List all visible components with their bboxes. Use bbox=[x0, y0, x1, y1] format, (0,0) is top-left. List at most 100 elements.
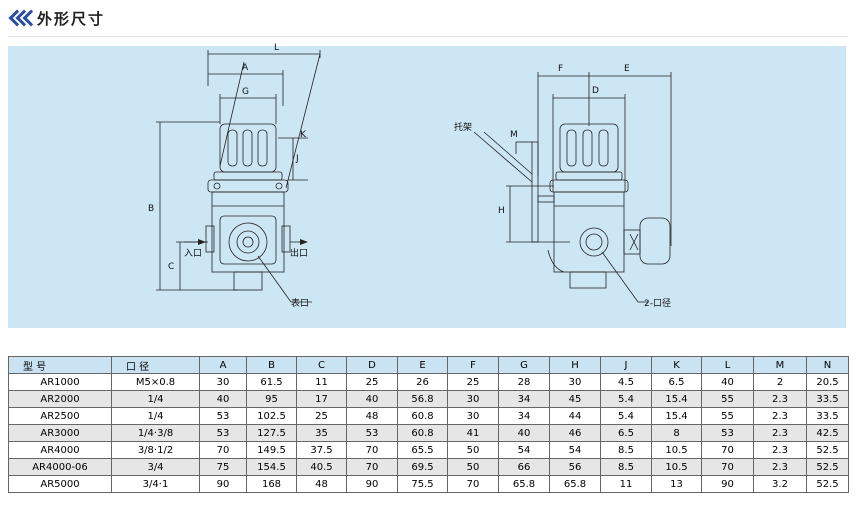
table-cell: 75.5 bbox=[397, 475, 448, 493]
column-header: D bbox=[346, 356, 398, 374]
dim-label-A: A bbox=[242, 63, 249, 73]
model-cell: AR4000 bbox=[8, 441, 112, 459]
table-cell: 65.8 bbox=[498, 475, 550, 493]
table-cell: 70 bbox=[701, 458, 754, 476]
port-label: 2-口径 bbox=[644, 299, 671, 309]
table-cell: 65.8 bbox=[549, 475, 601, 493]
table-cell: 90 bbox=[701, 475, 754, 493]
table-cell: 15.4 bbox=[651, 407, 702, 425]
table-cell: 37.5 bbox=[296, 441, 347, 459]
dim-label-J: J bbox=[296, 154, 299, 164]
table-cell: 46 bbox=[549, 424, 601, 442]
column-header: N bbox=[806, 356, 849, 374]
table-cell: 35 bbox=[296, 424, 347, 442]
table-cell: 90 bbox=[199, 475, 247, 493]
table-cell: 54 bbox=[549, 441, 601, 459]
table-cell: 60.8 bbox=[397, 407, 448, 425]
dim-label-D: D bbox=[592, 86, 599, 96]
table-cell: 34 bbox=[498, 390, 550, 408]
column-header: 型 号 bbox=[8, 356, 112, 374]
table-cell: 30 bbox=[199, 373, 247, 391]
dim-label-F: F bbox=[558, 64, 564, 74]
column-header: B bbox=[246, 356, 297, 374]
table-cell: 10.5 bbox=[651, 458, 702, 476]
table-cell: 8.5 bbox=[600, 441, 652, 459]
table-cell: 53 bbox=[199, 407, 247, 425]
column-header: L bbox=[701, 356, 754, 374]
table-cell: 45 bbox=[549, 390, 601, 408]
table-cell: 11 bbox=[600, 475, 652, 493]
table-cell: 1/4·3/8 bbox=[111, 424, 200, 442]
table-cell: 40.5 bbox=[296, 458, 347, 476]
regulator-drawing-svg bbox=[156, 50, 672, 303]
table-cell: 11 bbox=[296, 373, 347, 391]
chevron-left-icon bbox=[8, 10, 29, 26]
column-header: J bbox=[600, 356, 652, 374]
table-cell: 102.5 bbox=[246, 407, 297, 425]
table-cell: 10.5 bbox=[651, 441, 702, 459]
section-title: 外形尺寸 bbox=[37, 9, 106, 28]
table-cell: 2.3 bbox=[753, 458, 807, 476]
table-cell: 90 bbox=[346, 475, 398, 493]
table-cell: 50 bbox=[447, 458, 499, 476]
column-header: K bbox=[651, 356, 702, 374]
table-cell: 28 bbox=[498, 373, 550, 391]
table-cell: 53 bbox=[199, 424, 247, 442]
inlet-label: 入口 bbox=[184, 249, 203, 259]
table-cell: 3/4·1 bbox=[111, 475, 200, 493]
table-cell: 70 bbox=[447, 475, 499, 493]
column-header: H bbox=[549, 356, 601, 374]
table-cell: 40 bbox=[498, 424, 550, 442]
table-cell: M5×0.8 bbox=[111, 373, 200, 391]
table-cell: 33.5 bbox=[806, 407, 849, 425]
gauge-port-label: 表口 bbox=[291, 299, 310, 309]
table-cell: 127.5 bbox=[246, 424, 297, 442]
table-cell: 154.5 bbox=[246, 458, 297, 476]
section-header: 外形尺寸 bbox=[8, 6, 105, 30]
table-cell: 40 bbox=[701, 373, 754, 391]
table-cell: 4.5 bbox=[600, 373, 652, 391]
model-cell: AR4000-06 bbox=[8, 458, 112, 476]
table-cell: 55 bbox=[701, 390, 754, 408]
column-header: F bbox=[447, 356, 499, 374]
dim-label-L: L bbox=[274, 43, 280, 53]
table-cell: 2.3 bbox=[753, 407, 807, 425]
table-cell: 53 bbox=[701, 424, 754, 442]
table-cell: 6.5 bbox=[600, 424, 652, 442]
table-cell: 3.2 bbox=[753, 475, 807, 493]
column-header: 口 径 bbox=[111, 356, 200, 374]
table-cell: 52.5 bbox=[806, 475, 849, 493]
dimension-drawing: L A G K J B C 入口 出口 表口 F E D 托架 M H 2-口径 bbox=[8, 43, 846, 328]
table-cell: 17 bbox=[296, 390, 347, 408]
table-cell: 70 bbox=[701, 441, 754, 459]
table-cell: 25 bbox=[296, 407, 347, 425]
table-cell: 26 bbox=[397, 373, 448, 391]
table-cell: 48 bbox=[346, 407, 398, 425]
model-cell: AR3000 bbox=[8, 424, 112, 442]
table-cell: 168 bbox=[246, 475, 297, 493]
table-cell: 15.4 bbox=[651, 390, 702, 408]
dim-label-B: B bbox=[148, 204, 155, 214]
table-cell: 54 bbox=[498, 441, 550, 459]
model-cell: AR1000 bbox=[8, 373, 112, 391]
bracket-label: 托架 bbox=[454, 123, 473, 133]
table-cell: 56 bbox=[549, 458, 601, 476]
table-cell: 50 bbox=[447, 441, 499, 459]
table-cell: 55 bbox=[701, 407, 754, 425]
model-cell: AR5000 bbox=[8, 475, 112, 493]
table-cell: 30 bbox=[447, 390, 499, 408]
table-cell: 2.3 bbox=[753, 441, 807, 459]
table-cell: 69.5 bbox=[397, 458, 448, 476]
table-cell: 1/4 bbox=[111, 407, 200, 425]
table-cell: 65.5 bbox=[397, 441, 448, 459]
dim-label-H: H bbox=[498, 206, 505, 216]
table-cell: 53 bbox=[346, 424, 398, 442]
table-cell: 1/4 bbox=[111, 390, 200, 408]
